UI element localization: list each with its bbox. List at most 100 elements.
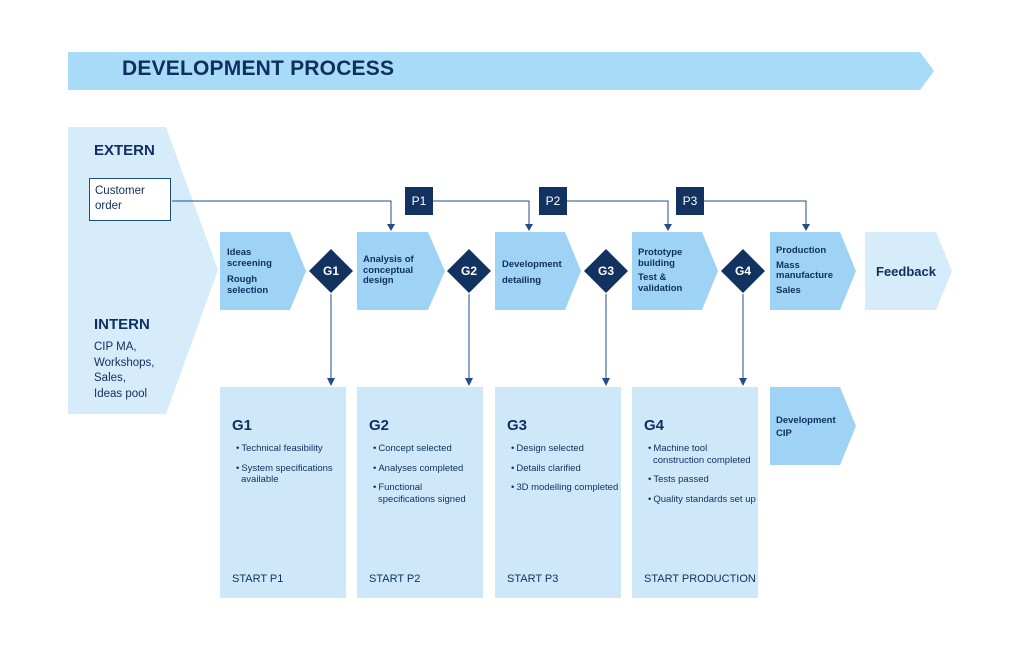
feedback-label: Feedback [876, 264, 936, 279]
gate-box-g4: G4 Machine tool construction completed T… [632, 387, 756, 597]
customer-order-line: Customer [95, 185, 145, 197]
phase-label-p3: P3 [682, 194, 698, 208]
stage-5-chevron [770, 232, 856, 310]
stage-line: building [638, 257, 675, 269]
gate-box-title: G3 [507, 417, 528, 434]
stage-line: screening [227, 257, 272, 269]
gate-criterion: System specifications available [232, 463, 344, 486]
gate-criteria-list: Design selected Details clarified 3D mod… [507, 443, 618, 502]
gate-criterion: 3D modelling completed [507, 482, 618, 494]
stage-1-chevron [220, 232, 306, 310]
arrowhead [802, 224, 810, 231]
gate-criterion: Tests passed [644, 474, 756, 486]
stage-ideas-text: Ideas screening Rough selection [227, 247, 272, 296]
stage-line: design [363, 275, 394, 286]
feedback-chevron [865, 232, 952, 310]
p3-connector [704, 200, 807, 226]
gate-label-g4: G4 [734, 264, 751, 278]
p1-connector [432, 200, 530, 226]
phase-label-p1: P1 [411, 194, 427, 208]
gate-start-label: START PRODUCTION [644, 573, 756, 585]
gate-criterion: Quality standards set up [644, 494, 756, 506]
gate-box-1-bg [220, 387, 346, 598]
phase-box-p3 [676, 187, 704, 215]
stage-line: Sales [776, 284, 801, 296]
gate-box-g3: G3 Design selected Details clarified 3D … [495, 387, 619, 597]
arrowhead [602, 378, 610, 386]
stage-line: Rough [227, 274, 258, 285]
intern-source: Workshops, [94, 356, 155, 369]
stage-2-chevron [357, 232, 445, 310]
arrowhead [525, 224, 533, 231]
arrowhead [664, 224, 672, 231]
gate-diamond-g3 [584, 249, 628, 293]
gate-start-label: START P2 [369, 573, 421, 585]
extern-heading: EXTERN [94, 142, 155, 159]
gate-criterion: Design selected [507, 443, 618, 455]
stage-line: Prototype [638, 247, 683, 258]
gate-box-4-bg [632, 387, 758, 598]
stage-production-text: Production Mass manufacture Sales [776, 245, 834, 296]
gate-label-g2: G2 [460, 264, 477, 278]
intern-source: Sales, [94, 372, 126, 384]
gate-criterion: Technical feasibility [232, 443, 344, 455]
page-title: DEVELOPMENT PROCESS [122, 57, 395, 80]
stage-line: conceptual [363, 264, 414, 276]
customer-order-line: order [95, 200, 122, 212]
gate-label-g1: G1 [322, 264, 339, 278]
gate-diamond-g4 [721, 249, 765, 293]
gate-start-label: START P1 [232, 573, 284, 585]
gate-box-g1: G1 Technical feasibility System specific… [220, 387, 344, 597]
stage-line: Production [776, 245, 827, 256]
stage-line: Ideas [227, 247, 252, 258]
gate-criteria-list: Technical feasibility System specificati… [232, 443, 344, 494]
gate-diamond-g2 [447, 249, 491, 293]
development-cip-line: CIP [776, 428, 792, 439]
gate-criteria-list: Concept selected Analyses completed Func… [369, 443, 481, 513]
gate-criterion: Details clarified [507, 463, 618, 475]
arrowhead [327, 378, 335, 386]
stage-development-text: Development detailing [502, 259, 562, 286]
stage-line: validation [638, 282, 683, 294]
stage-analysis-text: Analysis of conceptual design [363, 254, 414, 287]
stage-line: Mass [776, 259, 800, 271]
stage-line: Development [502, 259, 562, 270]
arrowhead [465, 378, 473, 386]
gate-criterion: Functional specifications signed [369, 482, 481, 505]
gate-box-title: G4 [644, 417, 665, 434]
intern-heading: INTERN [94, 316, 150, 333]
phase-box-p2 [539, 187, 567, 215]
stage-line: detailing [502, 274, 542, 286]
arrowhead [739, 378, 747, 386]
stage-3-chevron [495, 232, 581, 310]
phase-label-p2: P2 [545, 194, 561, 208]
stage-line: Analysis of [363, 254, 414, 265]
stage-prototype-text: Prototype building Test & validation [638, 247, 683, 294]
stage-line: selection [227, 284, 269, 296]
intern-source: CIP MA, [94, 341, 137, 353]
title-banner-arrow [68, 52, 934, 90]
stage-line: manufacture [776, 270, 834, 281]
development-cip-line: Development [776, 415, 836, 426]
stage-4-chevron [632, 232, 718, 310]
customer-order-box: Customer order [89, 178, 171, 221]
arrowhead [387, 224, 395, 231]
development-cip-text: Development CIP [776, 414, 836, 440]
gate-criteria-list: Machine tool construction completed Test… [644, 443, 756, 513]
phase-box-p1 [405, 187, 433, 215]
gate-start-label: START P3 [507, 573, 559, 585]
gate-criterion: Analyses completed [369, 463, 481, 475]
gate-box-title: G2 [369, 417, 390, 434]
gate-diamond-g1 [309, 249, 353, 293]
intern-source: Ideas pool [94, 387, 148, 400]
gate-box-title: G1 [232, 417, 253, 434]
gate-criterion: Concept selected [369, 443, 481, 455]
intern-sources-list: CIP MA, Workshops, Sales, Ideas pool [94, 340, 155, 402]
gate-criterion: Machine tool construction completed [644, 443, 756, 466]
development-cip-chevron [770, 387, 856, 465]
gate-label-g3: G3 [597, 264, 614, 278]
order-connector [172, 200, 392, 226]
stage-line: Test & [638, 272, 667, 283]
gate-box-g2: G2 Concept selected Analyses completed F… [357, 387, 481, 597]
p2-connector [567, 200, 669, 226]
